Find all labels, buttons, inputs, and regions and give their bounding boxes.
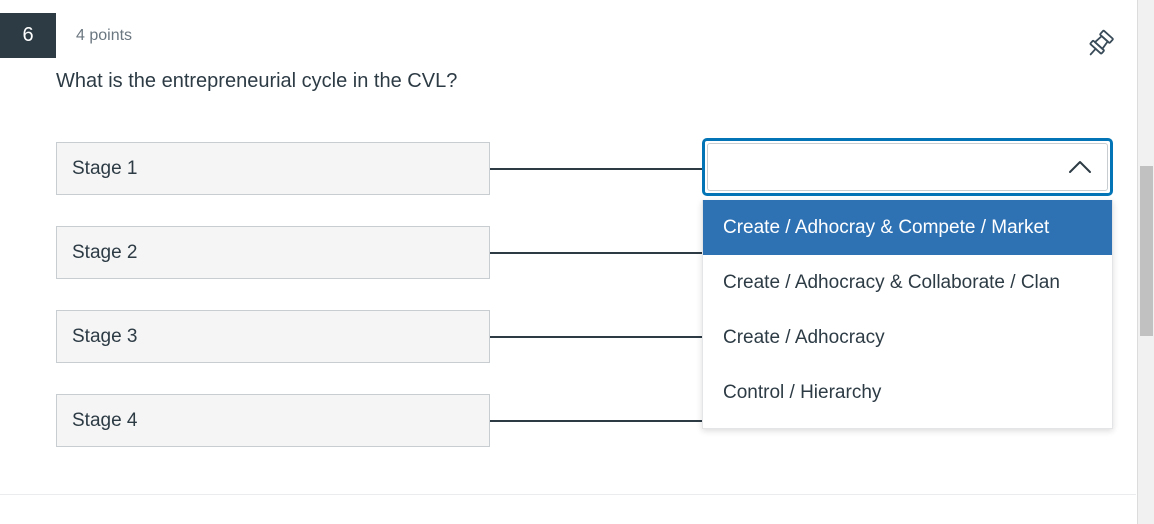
match-connector-line: [490, 168, 706, 170]
question-text: What is the entrepreneurial cycle in the…: [56, 70, 458, 92]
pushpin-icon[interactable]: [1082, 27, 1118, 63]
chevron-up-icon[interactable]: [1067, 159, 1093, 175]
match-prompt-stage-1: Stage 1: [56, 142, 490, 195]
match-row: Stage 4: [0, 394, 1136, 478]
answer-option[interactable]: Create / Adhocracy: [723, 327, 885, 348]
answer-option[interactable]: Create / Adhocracy & Collaborate / Clan: [723, 272, 1060, 293]
answer-option[interactable]: Control / Hierarchy: [723, 382, 882, 403]
question-card: 6 4 points What is the entrepreneurial c…: [0, 13, 1136, 495]
match-connector-line: [490, 336, 706, 338]
answer-select[interactable]: [707, 143, 1108, 191]
match-prompt-stage-4: Stage 4: [56, 394, 490, 447]
answer-options-dropdown[interactable]: Create / Adhocray & Compete / Market Cre…: [702, 200, 1113, 429]
match-prompt-stage-3: Stage 3: [56, 310, 490, 363]
match-connector-line: [490, 420, 706, 422]
match-row: Stage 3: [0, 310, 1136, 394]
match-row: Stage 1: [0, 142, 1136, 226]
match-row: Stage 2: [0, 226, 1136, 310]
match-prompt-stage-2: Stage 2: [56, 226, 490, 279]
match-connector-line: [490, 252, 706, 254]
answer-option[interactable]: Create / Adhocray & Compete / Market: [703, 200, 1112, 255]
question-number-badge: 6: [0, 13, 56, 58]
question-points-label: 4 points: [76, 27, 133, 44]
matching-area: Stage 1 Stage 2 Stage 3 Stage 4: [0, 118, 1136, 478]
answer-select-focus-ring: [702, 138, 1113, 196]
page-scrollbar-thumb[interactable]: [1140, 166, 1153, 336]
page-scrollbar[interactable]: [1137, 0, 1154, 524]
question-header: 6 4 points: [0, 13, 1136, 59]
answer-select-value: [722, 144, 1053, 190]
